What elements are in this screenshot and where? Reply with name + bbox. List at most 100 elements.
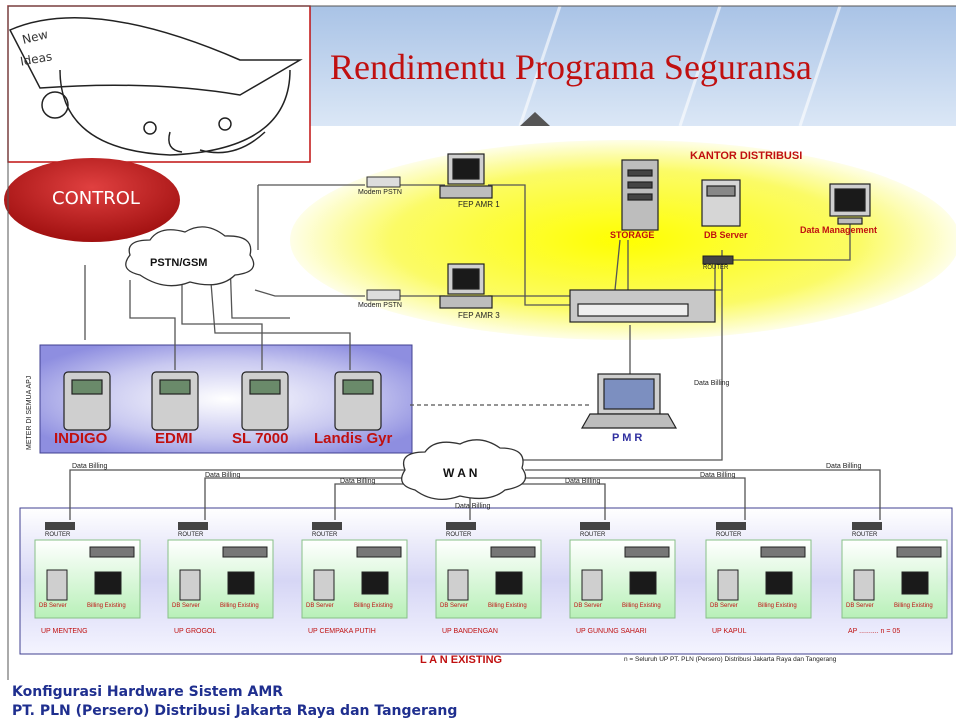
switch-icon: [760, 546, 806, 558]
data-management-label: Data Management: [800, 225, 878, 235]
router-icon: [852, 522, 882, 530]
unit-name-label: UP GUNUNG SAHARI: [576, 628, 647, 635]
control-label: CONTROL: [52, 188, 140, 209]
fep-label-1: FEP AMR 1: [458, 200, 500, 209]
unit-router-label: ROUTER: [446, 532, 472, 538]
page-title: Rendimentu Programa Seguransa: [330, 47, 812, 87]
router-icon: [580, 522, 610, 530]
meter-label-landis: Landis Gyr: [314, 430, 393, 447]
unit-server-label: DB Server: [710, 603, 738, 609]
unit-billing-label: Billing Existing: [758, 603, 797, 609]
unit-router-label: ROUTER: [716, 532, 742, 538]
pstn-label: PSTN/GSM: [150, 257, 208, 269]
modem-icon: [366, 176, 401, 301]
lan-unit: [34, 522, 141, 619]
lan-unit: [167, 522, 274, 619]
unit-billing-label: Billing Existing: [220, 603, 259, 609]
billing-monitor-icon: [227, 571, 255, 595]
db-server-icon: [46, 569, 68, 601]
unit-server-label: DB Server: [306, 603, 334, 609]
storage-label: STORAGE: [610, 230, 655, 240]
billing-link-label: Data Billing: [700, 472, 736, 479]
unit-router-label: ROUTER: [178, 532, 204, 538]
billing-monitor-icon: [94, 571, 122, 595]
switch-icon: [896, 546, 942, 558]
billing-link-label: Data Billing: [455, 503, 491, 510]
unit-server-label: DB Server: [846, 603, 874, 609]
unit-name-label: UP KAPUL: [712, 628, 747, 635]
unit-name-label: UP MENTENG: [41, 628, 88, 635]
switch-icon: [89, 546, 135, 558]
meter-label-indigo: INDIGO: [54, 430, 108, 447]
lan-unit: [435, 522, 542, 619]
lan-unit: [841, 522, 948, 619]
unit-router-label: ROUTER: [45, 532, 71, 538]
storage-server-icon: [621, 159, 659, 231]
unit-billing-label: Billing Existing: [894, 603, 933, 609]
router-icon: [178, 522, 208, 530]
wan-cloud-icon: [401, 439, 527, 501]
db-server-label: DB Server: [704, 230, 748, 240]
data-management-monitor-icon: [829, 183, 871, 225]
meter-label-sl7000: SL 7000: [232, 430, 289, 447]
lan-title: L A N EXISTING: [420, 654, 503, 666]
footer-line-1: Konfigurasi Hardware Sistem AMR: [12, 684, 284, 700]
billing-link-label: Data Billing: [205, 472, 241, 479]
meter-device-icons: [63, 371, 382, 431]
billing-link-label: Data Billing: [565, 478, 601, 485]
switch-icon: [624, 546, 670, 558]
billing-link-label: Data Billing: [340, 478, 376, 485]
pmr-label: P M R: [612, 432, 643, 444]
unit-billing-label: Billing Existing: [622, 603, 661, 609]
modem-label-1: Modem PSTN: [358, 189, 402, 196]
router-icon: [716, 522, 746, 530]
data-billing-label-main: Data Billing: [694, 380, 730, 387]
cartoon-face-icon: [8, 17, 303, 156]
db-server-icon: [447, 569, 469, 601]
billing-monitor-icon: [765, 571, 793, 595]
pmr-laptop-icon: [580, 373, 678, 429]
wan-label: W A N: [443, 466, 478, 480]
unit-billing-label: Billing Existing: [87, 603, 126, 609]
office-title: KANTOR DISTRIBUSI: [690, 150, 803, 162]
db-server-icon: [853, 569, 875, 601]
meter-side-label: METER DI SEMUA APJ: [26, 375, 33, 450]
billing-monitor-icon: [361, 571, 389, 595]
meter-label-edmi: EDMI: [155, 430, 193, 447]
unit-router-label: ROUTER: [312, 532, 338, 538]
router-icon: [446, 522, 476, 530]
unit-router-label: ROUTER: [852, 532, 878, 538]
fep-label-3: FEP AMR 3: [458, 311, 500, 320]
router-icon: [312, 522, 342, 530]
db-server-icon: [717, 569, 739, 601]
billing-link-label: Data Billing: [826, 463, 862, 470]
modem-label-2: Modem PSTN: [358, 302, 402, 309]
lan-unit: [301, 522, 408, 619]
db-server-icon: [313, 569, 335, 601]
pstn-cloud-icon: [125, 226, 255, 287]
lan-note: n = Seluruh UP PT. PLN (Persero) Distrib…: [624, 656, 837, 663]
lan-unit: [705, 522, 812, 619]
unit-name-label: AP .......... n = 05: [848, 628, 901, 635]
lan-unit: [569, 522, 676, 619]
billing-monitor-icon: [901, 571, 929, 595]
billing-monitor-icon: [629, 571, 657, 595]
billing-monitor-icon: [495, 571, 523, 595]
db-server-icon: [701, 179, 741, 227]
billing-link-label: Data Billing: [72, 463, 108, 470]
db-server-icon: [581, 569, 603, 601]
unit-server-label: DB Server: [172, 603, 200, 609]
control-blob: [4, 158, 180, 242]
router-icon: [45, 522, 75, 530]
unit-server-label: DB Server: [574, 603, 602, 609]
unit-router-label: ROUTER: [580, 532, 606, 538]
unit-server-label: DB Server: [440, 603, 468, 609]
router-label: ROUTER: [703, 265, 729, 271]
unit-name-label: UP GROGOL: [174, 628, 217, 635]
unit-name-label: UP CEMPAKA PUTIH: [308, 628, 376, 635]
db-server-icon: [179, 569, 201, 601]
unit-billing-label: Billing Existing: [488, 603, 527, 609]
unit-server-label: DB Server: [39, 603, 67, 609]
unit-name-label: UP BANDENGAN: [442, 628, 498, 635]
